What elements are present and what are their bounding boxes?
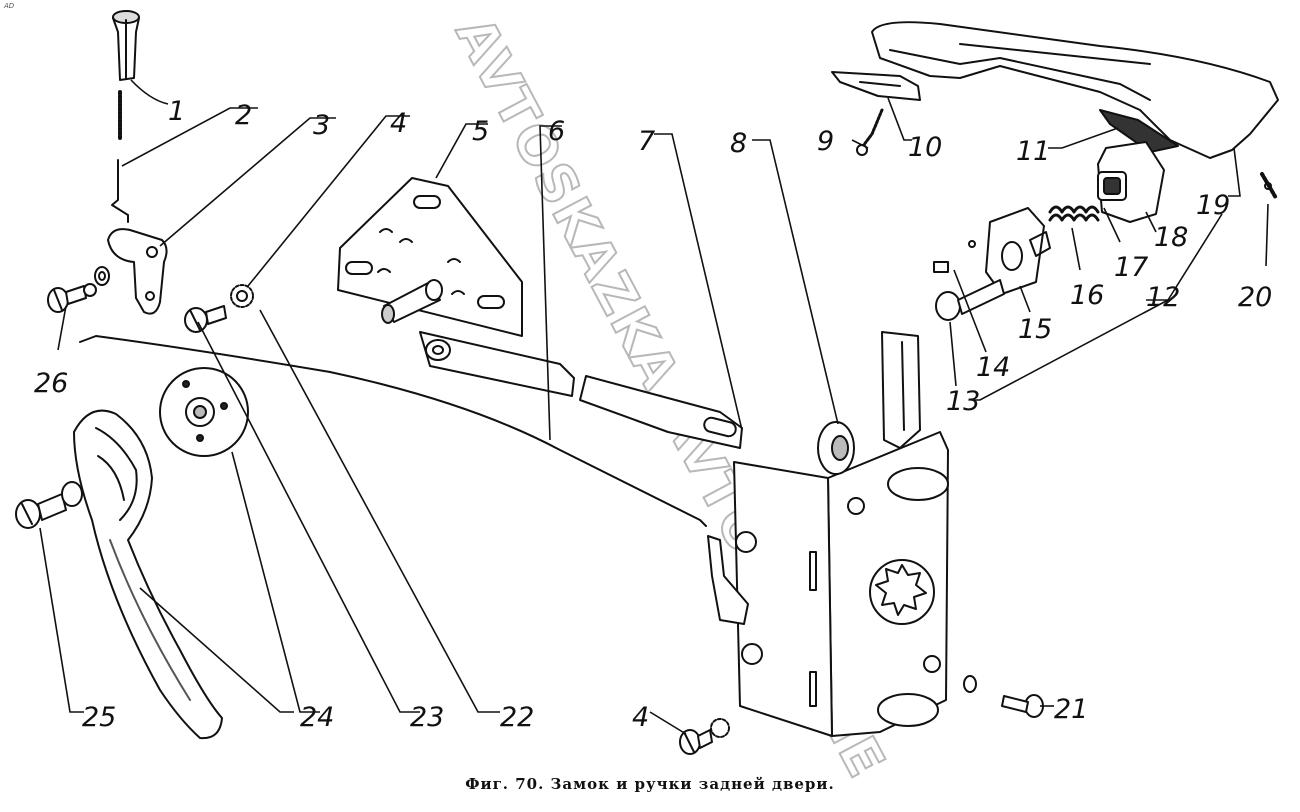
- part-outside-handle: [871, 21, 1279, 159]
- callout-26: 26: [34, 368, 68, 399]
- callout-6: 6: [548, 116, 565, 147]
- callout-1: 1: [168, 96, 185, 127]
- callout-20: 20: [1238, 282, 1272, 313]
- part-25-screw: [15, 481, 83, 529]
- part-26-screw: [47, 266, 110, 313]
- callout-24: 24: [300, 702, 334, 733]
- callout-12: 12: [1146, 282, 1180, 313]
- part-6-slide-link-1: [419, 331, 575, 397]
- part-18-cylinder: [1097, 141, 1165, 223]
- part-22-star-washer: [230, 284, 254, 308]
- part-5-mounting-plate: [337, 177, 523, 337]
- callout-18: 18: [1154, 222, 1188, 253]
- part-24-escutcheon: [159, 367, 249, 457]
- part-3-bracket: [107, 228, 168, 315]
- callout-19: 19: [1196, 190, 1230, 221]
- callout-4: 4: [390, 108, 407, 139]
- callout-16: 16: [1070, 280, 1104, 311]
- corner-mark: AD: [4, 2, 15, 10]
- callout-21: 21: [1054, 694, 1088, 725]
- part-4-screw-lower: [679, 718, 730, 755]
- callout-25: 25: [82, 702, 116, 733]
- callout-17: 17: [1114, 252, 1148, 283]
- part-2-rod: [111, 159, 129, 223]
- callout-10: 10: [908, 132, 942, 163]
- part-14-nut: [933, 261, 949, 273]
- part-21-screw: [963, 675, 1044, 718]
- callout-13: 13: [946, 386, 980, 417]
- callout-7: 7: [638, 126, 655, 157]
- part-8-roller: [817, 421, 855, 475]
- callout-23: 23: [410, 702, 444, 733]
- callout-5: 5: [472, 116, 489, 147]
- part-20-screw: [1260, 172, 1278, 200]
- part-16-spring: [1048, 205, 1100, 222]
- callout-11: 11: [1016, 136, 1050, 167]
- callout-labels: 1 2 3 4 5 6 7 8 9 10 11 12 13 14 15 16 1…: [34, 96, 1272, 733]
- part-26-link-rod: [79, 335, 707, 527]
- callout-9: 9: [817, 126, 834, 157]
- callout-22: 22: [500, 702, 534, 733]
- part-13-bolt: [935, 279, 1005, 321]
- part-15-flange: [968, 207, 1051, 295]
- part-25-inside-handle: [73, 409, 223, 740]
- figure-caption: Фиг. 70. Замок и ручки задней двери.: [465, 775, 835, 793]
- callout-2: 2: [235, 100, 252, 131]
- part-4-screw-upper: [184, 305, 227, 333]
- part-7-slide-link-2: [579, 375, 743, 449]
- callout-8: 8: [730, 128, 747, 159]
- part-5-bolt: [381, 279, 443, 324]
- callout-14: 14: [976, 352, 1010, 383]
- lock-body: [707, 331, 949, 737]
- callout-15: 15: [1018, 314, 1052, 345]
- part-10-gasket: [831, 71, 921, 101]
- leader-lines: [39, 79, 1269, 735]
- callout-3: 3: [313, 110, 330, 141]
- part-9-screw: [856, 108, 884, 156]
- callout-4-lower: 4: [632, 702, 649, 733]
- part-1-lock-button: [112, 10, 140, 81]
